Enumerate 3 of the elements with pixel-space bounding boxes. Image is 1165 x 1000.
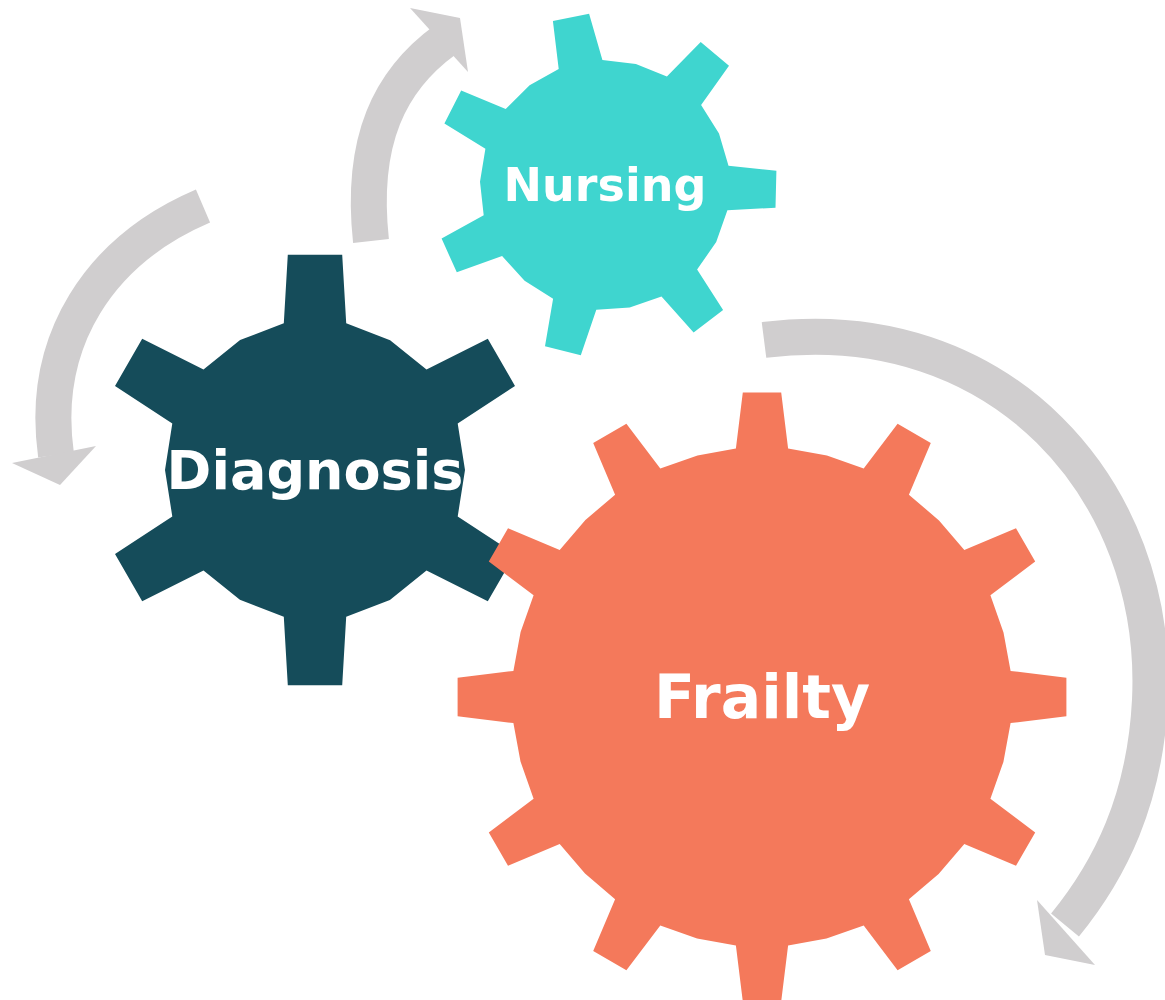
gear-label: Frailty	[653, 662, 871, 732]
gear-label: Nursing	[503, 158, 707, 212]
gear-label: Diagnosis	[166, 438, 464, 502]
